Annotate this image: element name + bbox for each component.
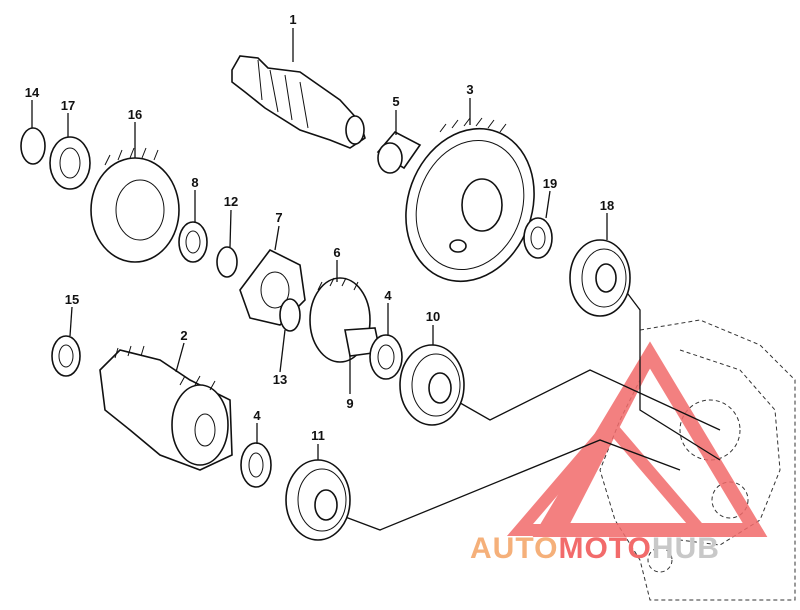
callout-18: 18 bbox=[600, 198, 614, 213]
callout-4-lower: 4 bbox=[253, 408, 261, 423]
svg-text:AUTOMOTOHUB: AUTOMOTOHUB bbox=[470, 532, 720, 565]
part-8-washer bbox=[178, 221, 208, 263]
part-1-shaft bbox=[231, 55, 366, 149]
callout-19: 19 bbox=[543, 176, 557, 191]
callout-7: 7 bbox=[275, 210, 282, 225]
watermark-text-hub: HUB bbox=[652, 532, 720, 565]
callout-11: 11 bbox=[311, 428, 325, 443]
part-12-snap-ring bbox=[216, 246, 238, 278]
assembly-lines bbox=[339, 289, 721, 531]
callout-16: 16 bbox=[128, 107, 142, 122]
part-17-needle-bearing bbox=[49, 136, 91, 190]
callout-labels: 1 2 3 4 4 5 6 7 8 9 10 11 12 13 14 15 16… bbox=[25, 12, 614, 443]
callout-14: 14 bbox=[25, 85, 40, 100]
part-4-washer-lower bbox=[240, 442, 272, 488]
callout-1: 1 bbox=[289, 12, 296, 27]
watermark-logo bbox=[506, 341, 768, 537]
watermark-text-moto: MOTO bbox=[558, 532, 651, 565]
callout-4-upper: 4 bbox=[384, 288, 392, 303]
callout-5: 5 bbox=[392, 94, 399, 109]
part-14-circlip bbox=[20, 127, 46, 165]
part-15-bushing bbox=[51, 335, 81, 377]
leader-lines bbox=[31, 28, 608, 460]
part-16-gear bbox=[90, 147, 180, 263]
part-5-bushing bbox=[376, 130, 422, 174]
part-3-large-gear bbox=[405, 117, 535, 283]
watermark-text-auto: AUTO bbox=[470, 532, 558, 565]
watermark-text: AUTOMOTOHUB bbox=[470, 532, 720, 565]
callout-12: 12 bbox=[224, 194, 238, 209]
callout-17: 17 bbox=[61, 98, 75, 113]
callout-15: 15 bbox=[65, 292, 79, 307]
part-19-washer bbox=[523, 217, 553, 259]
callout-8: 8 bbox=[191, 175, 198, 190]
part-2-cluster-gear bbox=[99, 345, 233, 471]
part-4-washer-upper bbox=[369, 334, 403, 380]
callout-2: 2 bbox=[180, 328, 187, 343]
callout-3: 3 bbox=[466, 82, 473, 97]
part-13-washer bbox=[279, 298, 301, 332]
part-11-bearing bbox=[285, 459, 351, 541]
part-18-bearing bbox=[569, 239, 631, 317]
callout-6: 6 bbox=[333, 245, 340, 260]
callout-10: 10 bbox=[426, 309, 440, 324]
callout-9: 9 bbox=[346, 396, 353, 411]
part-10-bearing bbox=[399, 344, 465, 426]
callout-13: 13 bbox=[273, 372, 287, 387]
